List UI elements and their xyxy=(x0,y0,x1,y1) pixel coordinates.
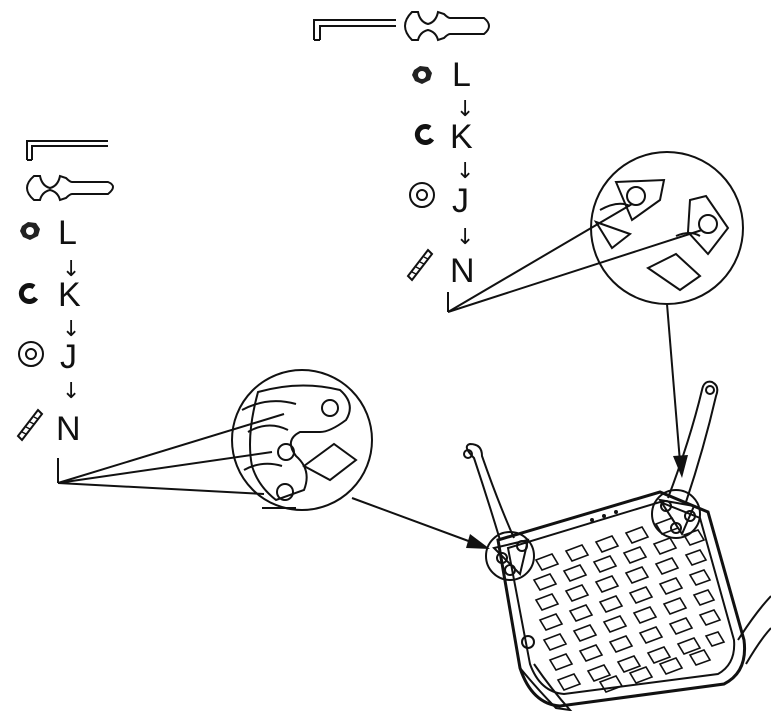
left-corner-bracket xyxy=(485,531,535,581)
spring-washer-icon xyxy=(414,124,435,145)
sequence-arrow: ↓ xyxy=(456,97,474,122)
sequence-arrow: ↓ xyxy=(456,225,474,250)
lock-nut-icon xyxy=(412,66,432,84)
threaded-bolt-icon xyxy=(406,248,434,282)
part-label-n: N xyxy=(450,252,475,290)
part-label-k: K xyxy=(450,118,473,156)
right-hardware-sequence: L ↓ K ↓ J ↓ N xyxy=(313,10,703,313)
threaded-bolt-icon xyxy=(16,408,44,442)
wrench-icon xyxy=(404,10,490,42)
right-pointer-arrow xyxy=(666,303,688,478)
wrench-icon xyxy=(26,174,114,202)
chair-leg xyxy=(463,442,515,541)
part-label-k: K xyxy=(58,276,81,314)
chair-leg xyxy=(667,380,719,503)
chair-illustration xyxy=(463,380,771,711)
sequence-arrow: ↓ xyxy=(62,257,80,282)
allen-key-icon xyxy=(313,19,396,41)
flat-washer-icon xyxy=(409,182,435,208)
left-hardware-sequence: L ↓ K ↓ J ↓ N xyxy=(16,140,285,495)
right-detail-zoom xyxy=(590,151,744,305)
part-label-j: J xyxy=(452,182,469,220)
left-detail-zoom xyxy=(231,369,373,511)
sequence-arrow: ↓ xyxy=(62,317,80,342)
seat-lattice xyxy=(532,517,726,693)
left-pointer-arrow xyxy=(351,497,490,549)
part-label-j: J xyxy=(60,338,77,376)
allen-key-icon xyxy=(26,140,108,161)
part-label-n: N xyxy=(56,410,81,448)
sequence-arrow: ↓ xyxy=(62,379,80,404)
flat-washer-icon xyxy=(18,341,44,367)
chair-leg xyxy=(519,635,573,711)
lock-nut-icon xyxy=(20,222,40,240)
right-corner-bracket xyxy=(651,489,701,539)
sequence-arrow: ↓ xyxy=(456,159,474,184)
chair-leg xyxy=(737,595,771,665)
part-label-l: L xyxy=(452,56,471,94)
spring-washer-icon xyxy=(18,283,39,304)
part-label-l: L xyxy=(58,214,77,252)
